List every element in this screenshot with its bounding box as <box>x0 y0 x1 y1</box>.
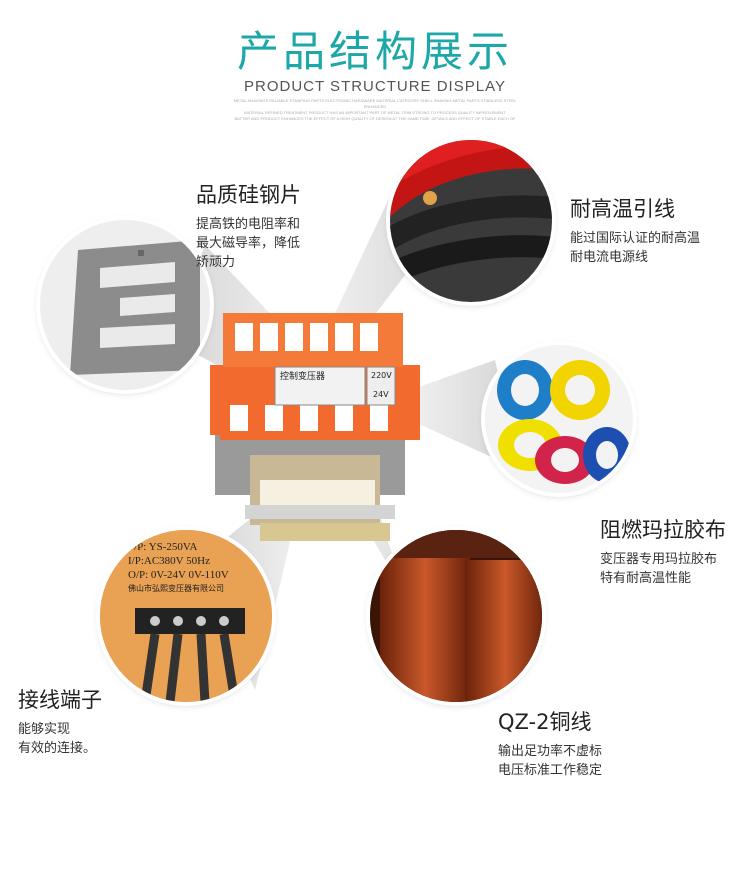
desc-line: 有效的连接。 <box>18 741 97 756</box>
copper-wire-photo <box>370 530 542 702</box>
feature-desc: 能够实现 有效的连接。 <box>18 720 102 758</box>
desc-line: 矫顽力 <box>196 255 236 270</box>
desc-line: 能过国际认证的耐高温 <box>570 231 701 246</box>
desc-line: 耐电流电源线 <box>570 250 649 265</box>
plate-line: P/P: YS-250VA <box>128 541 198 553</box>
feature-silicon-steel: 品质硅钢片 提高铁的电阻率和 最大磁导率，降低 矫顽力 <box>196 179 301 272</box>
feature-title: 耐高温引线 <box>570 197 675 221</box>
transformer-voltage: 24V <box>373 390 389 399</box>
terminal-block-icon <box>100 530 272 702</box>
desc-line: 输出足功率不虚标 <box>498 744 603 759</box>
plate-line: 佛山市弘熙变压器有限公司 <box>128 584 224 593</box>
plate-line: O/P: 0V-24V 0V-110V <box>128 569 229 581</box>
desc-line: 提高铁的电阻率和 <box>196 217 301 232</box>
feature-desc: 变压器专用玛拉胶布 特有耐高温性能 <box>600 550 726 588</box>
silicon-steel-photo <box>40 220 210 390</box>
feature-title: 接线端子 <box>18 688 102 712</box>
transformer-image <box>210 313 420 541</box>
desc-line: 变压器专用玛拉胶布 <box>600 552 718 567</box>
copper-coil-icon <box>370 530 542 702</box>
lead-wire-photo <box>390 140 552 302</box>
feature-desc: 能过国际认证的耐高温 耐电流电源线 <box>570 229 700 267</box>
lead-wire-icon <box>390 140 552 288</box>
fine-print-line: METAL SHAVINGS RELIABLE STAMPING PARTS E… <box>233 98 517 109</box>
feature-tape: 阻燃玛拉胶布 变压器专用玛拉胶布 特有耐高温性能 <box>600 514 726 588</box>
transformer-plate-title: 控制变压器 <box>280 372 326 382</box>
tape-rolls-icon <box>497 360 631 484</box>
feature-desc: 输出足功率不虚标 电压标准工作稳定 <box>498 742 602 780</box>
feature-lead-wire: 耐高温引线 能过国际认证的耐高温 耐电流电源线 <box>570 193 700 267</box>
fine-print: METAL SHAVINGS RELIABLE STAMPING PARTS E… <box>230 98 520 122</box>
desc-line: 特有耐高温性能 <box>600 571 692 586</box>
feature-title: 阻燃玛拉胶布 <box>600 518 726 542</box>
feature-terminal: 接线端子 能够实现 有效的连接。 <box>18 684 102 758</box>
page-subtitle: PRODUCT STRUCTURE DISPLAY <box>244 78 506 95</box>
feature-title: QZ-2铜线 <box>498 710 592 734</box>
terminal-plate-text: P/P: YS-250VA I/P:AC380V 50Hz O/P: 0V-24… <box>128 540 229 596</box>
desc-line: 电压标准工作稳定 <box>498 763 603 778</box>
feature-copper: QZ-2铜线 输出足功率不虚标 电压标准工作稳定 <box>498 706 602 780</box>
feature-desc: 提高铁的电阻率和 最大磁导率，降低 矫顽力 <box>196 215 301 272</box>
fine-print-line: BATTER AND PRODUCT ENHANCES THE EFFECT O… <box>234 116 516 121</box>
transformer-voltage: 220V <box>371 371 392 380</box>
terminal-photo: P/P: YS-250VA I/P:AC380V 50Hz O/P: 0V-24… <box>100 530 272 702</box>
feature-title: 品质硅钢片 <box>196 183 301 207</box>
page-title: 产品结构展示 <box>236 27 513 76</box>
desc-line: 最大磁导率，降低 <box>196 236 301 251</box>
fine-print-line: MATERIAL REFINED TREATMENT PRODUCT HAS A… <box>244 110 506 115</box>
tape-photo <box>485 345 633 493</box>
silicon-steel-sheet-icon <box>70 240 200 375</box>
desc-line: 能够实现 <box>18 722 71 737</box>
plate-line: I/P:AC380V 50Hz <box>128 555 210 567</box>
